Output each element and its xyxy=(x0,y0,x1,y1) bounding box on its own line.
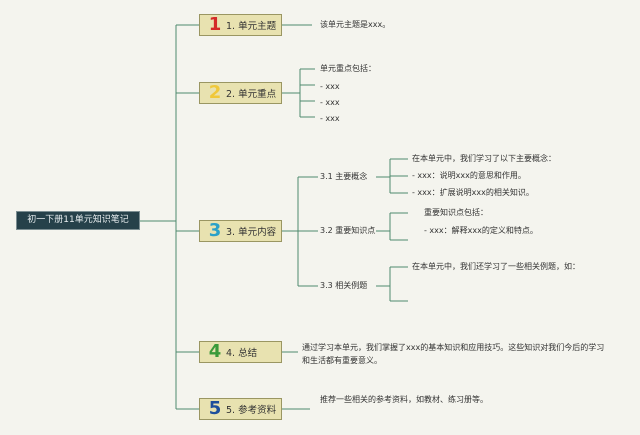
number-3-badge: 3 xyxy=(208,220,222,241)
references-text: 推荐一些相关的参考资料，如教材、练习册等。 xyxy=(320,395,488,404)
examples-intro: 在本单元中，我们还学习了一些相关例题，如： xyxy=(412,262,580,271)
key-points-intro: 单元重点包括： xyxy=(320,64,376,73)
section-node-theme[interactable]: 1 1. 单元主题 xyxy=(199,14,282,36)
summary-text: 通过学习本单元，我们掌握了xxx的基本知识和应用技巧。这些知识对我们今后的学习和… xyxy=(302,343,605,365)
number-5-badge: 5 xyxy=(208,398,222,419)
section-node-references[interactable]: 5 5. 参考资料 xyxy=(199,398,282,420)
section-node-summary[interactable]: 4 4. 总结 xyxy=(199,341,282,363)
section-label: 4. 总结 xyxy=(226,348,258,359)
root-node[interactable]: 初一下册11单元知识笔记 xyxy=(16,211,140,230)
concepts-intro: 在本单元中，我们学习了以下主要概念： xyxy=(412,154,556,163)
number-1-badge: 1 xyxy=(208,14,222,35)
section-label: 2. 单元重点 xyxy=(226,89,277,100)
section-label: 5. 参考资料 xyxy=(226,405,277,416)
section-node-key-points[interactable]: 2 2. 单元重点 xyxy=(199,82,282,104)
subtopic-key-knowledge[interactable]: 3.2 重要知识点 xyxy=(320,226,376,235)
number-4-badge: 4 xyxy=(208,341,222,362)
knowledge-intro: 重要知识点包括： xyxy=(424,208,488,217)
concept-item: - xxx：说明xxx的意思和作用。 xyxy=(412,171,526,180)
subtopic-examples[interactable]: 3.3 相关例题 xyxy=(320,281,368,290)
knowledge-item: - xxx：解释xxx的定义和特点。 xyxy=(424,226,538,235)
section-label: 3. 单元内容 xyxy=(226,227,277,238)
theme-text: 该单元主题是xxx。 xyxy=(320,20,391,29)
section-label: 1. 单元主题 xyxy=(226,21,277,32)
number-2-badge: 2 xyxy=(208,82,222,103)
key-point-item: - xxx xyxy=(320,82,340,91)
section-node-content[interactable]: 3 3. 单元内容 xyxy=(199,220,282,242)
subtopic-main-concepts[interactable]: 3.1 主要概念 xyxy=(320,172,368,181)
key-point-item: - xxx xyxy=(320,98,340,107)
key-point-item: - xxx xyxy=(320,114,340,123)
concept-item: - xxx：扩展说明xxx的相关知识。 xyxy=(412,188,534,197)
